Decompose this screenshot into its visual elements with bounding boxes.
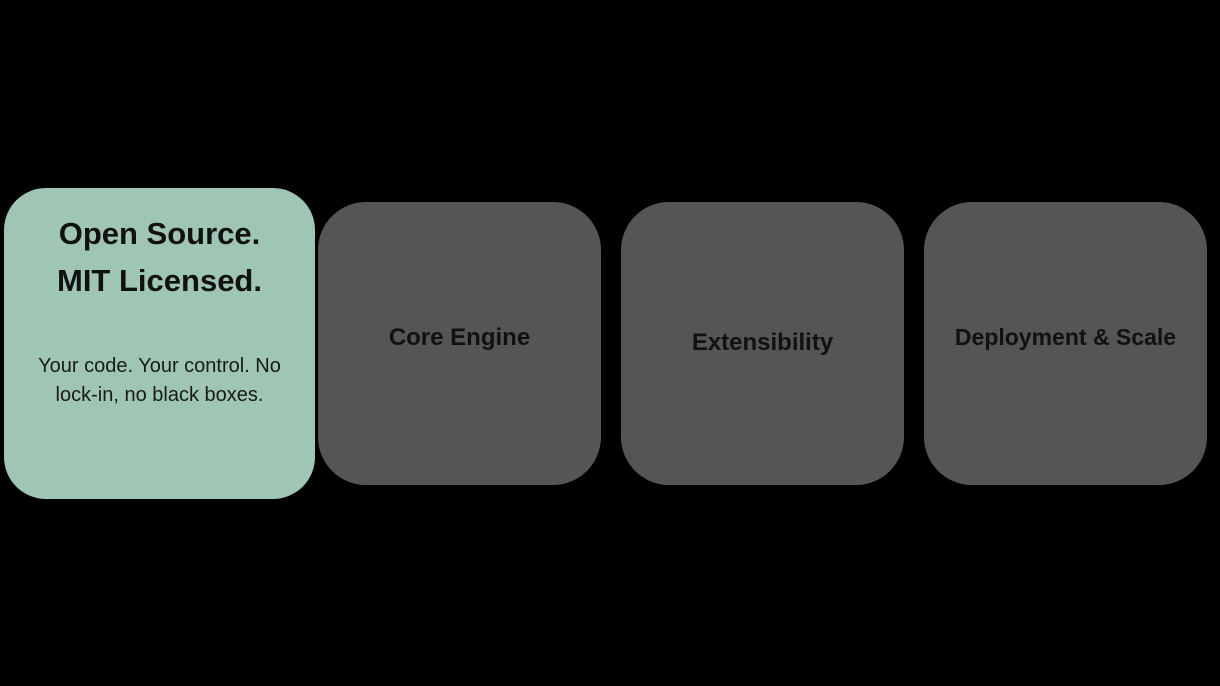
card-label: Extensibility	[691, 328, 834, 356]
card-label: Deployment & Scale	[954, 324, 1177, 350]
card-title-line-1: Open Source.	[58, 216, 261, 251]
card-title-line-2: MIT Licensed.	[57, 263, 262, 298]
card-open-source[interactable]: Open Source. MIT Licensed. Your code. Yo…	[4, 188, 315, 499]
card-description: Your code. Your control. No lock-in, no …	[38, 355, 281, 406]
card-label: Core Engine	[388, 323, 531, 351]
card-extensibility[interactable]: Extensibility	[621, 202, 904, 485]
card-core-engine[interactable]: Core Engine	[318, 202, 601, 485]
card-deployment-scale[interactable]: Deployment & Scale	[924, 202, 1207, 485]
